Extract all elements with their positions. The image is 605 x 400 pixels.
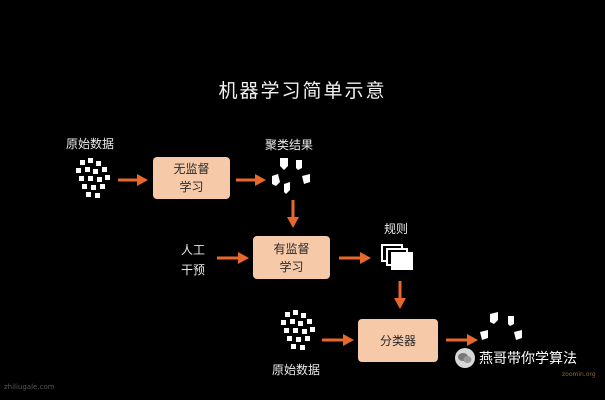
- human-intervention-line1: 人工: [181, 243, 206, 257]
- raw-data-points-bottom-icon: [281, 310, 315, 350]
- site-watermark-left: zhiliugale.com: [4, 383, 55, 391]
- arrow-raw-to-unsupervised: [118, 173, 148, 187]
- arrow-raw-to-classifier: [322, 333, 354, 347]
- arrow-human-to-supervised: [217, 251, 249, 265]
- cluster-results-label: 聚类结果: [265, 138, 314, 152]
- arrow-unsupervised-to-clusters: [236, 173, 266, 187]
- human-intervention-line2: 干预: [181, 263, 206, 277]
- arrow-supervised-to-rules: [339, 251, 371, 265]
- rules-label: 规则: [384, 222, 409, 236]
- supervised-learning-box: 有监督 学习: [253, 236, 330, 279]
- unsupervised-learning-box: 无监督 学习: [153, 157, 230, 199]
- arrow-rules-to-classifier: [393, 281, 407, 309]
- classified-output-icon: [480, 312, 522, 340]
- supervised-box-line2: 学习: [279, 259, 304, 274]
- supervised-box-line1: 有监督: [273, 241, 310, 256]
- classifier-box: 分类器: [358, 319, 438, 362]
- raw-data-points-icon: [76, 158, 110, 198]
- wechat-account-watermark: 燕哥带你学算法: [455, 348, 577, 368]
- wechat-logo-icon: [455, 348, 475, 368]
- raw-data-label-top: 原始数据: [66, 137, 115, 151]
- diagram-title: 机器学习简单示意: [218, 80, 387, 102]
- unsupervised-box-line2: 学习: [179, 180, 204, 194]
- rules-stack-icon: [381, 244, 413, 270]
- raw-data-label-bottom: 原始数据: [272, 363, 321, 377]
- cluster-shapes-icon: [272, 158, 310, 194]
- classifier-box-label: 分类器: [379, 333, 416, 348]
- arrow-clusters-to-supervised: [286, 200, 300, 228]
- site-watermark-right: zoomin.org: [562, 371, 596, 378]
- arrow-classifier-to-output: [446, 333, 478, 347]
- unsupervised-box-line1: 无监督: [173, 162, 210, 176]
- wechat-account-name: 燕哥带你学算法: [479, 351, 577, 367]
